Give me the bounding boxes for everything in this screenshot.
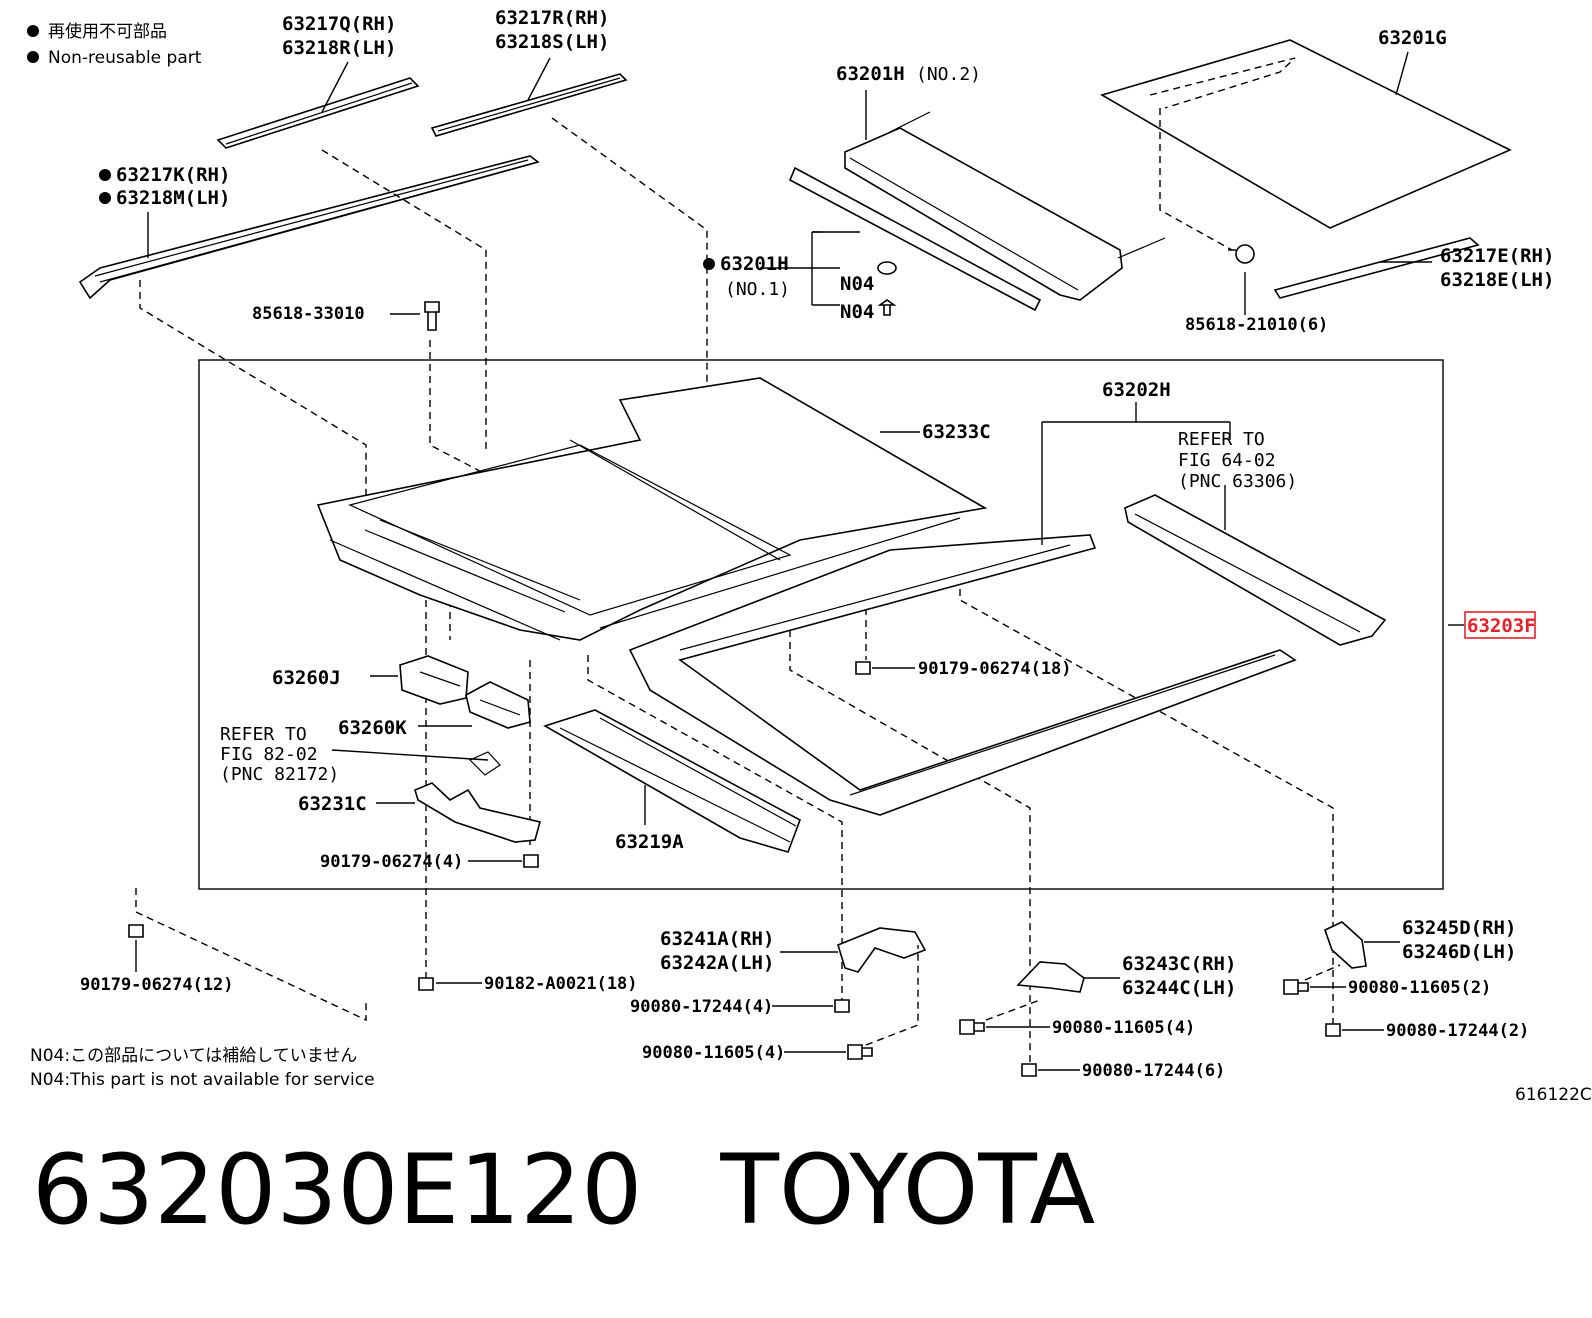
non-reusable-bullet-icon <box>99 169 111 181</box>
nut-90182-icon <box>418 977 434 991</box>
nut-90179-12-icon <box>128 924 144 938</box>
label-63201h-no1: 63201H <box>720 253 789 275</box>
bolt-90080-11605-4b-icon <box>959 1019 985 1035</box>
part-number: 632030E120 <box>32 1134 643 1246</box>
bolt-90080-11605-2-icon <box>1283 979 1309 995</box>
non-reusable-bullet-icon <box>27 51 39 63</box>
highlight-box <box>1464 611 1536 639</box>
legend-japanese: 再使用不可部品 <box>48 21 167 42</box>
label-63219a: 63219A <box>615 831 684 853</box>
refer-note-2-line1: REFER TO <box>220 724 307 745</box>
non-reusable-bullet-icon <box>27 25 39 37</box>
motor-63260j-shape <box>399 655 469 705</box>
bracket-63245d-shape <box>1324 921 1367 969</box>
motor-63260k-shape <box>465 681 531 729</box>
sunroof-glass-63201g-shape <box>1099 39 1512 229</box>
label-63231c: 63231C <box>298 793 367 815</box>
label-63260j: 63260J <box>272 667 341 689</box>
label-90179-06274-18: 90179-06274(18) <box>918 659 1072 679</box>
label-63218s: 63218S(LH) <box>495 31 609 53</box>
screw-85618-21010-icon <box>1228 244 1255 264</box>
molding-63217r-shape <box>430 73 628 137</box>
label-63217q: 63217Q(RH) <box>282 13 396 35</box>
sunroof-housing-63233c-shape <box>316 377 988 641</box>
label-n04-screw: N04 <box>840 301 874 323</box>
harness-clip-shape <box>468 751 501 776</box>
label-85618-33010: 85618-33010 <box>252 304 365 324</box>
label-63242a: 63242A(LH) <box>660 952 774 974</box>
n04-screw-icon <box>877 299 897 316</box>
label-63201h-no2-note: (NO.2) <box>916 64 981 85</box>
label-63202h: 63202H <box>1102 379 1171 401</box>
label-63217e: 63217E(RH) <box>1440 245 1554 267</box>
label-90179-06274-4: 90179-06274(4) <box>320 852 463 872</box>
label-63244c: 63244C(LH) <box>1122 977 1236 999</box>
nut-90080-17244-2-icon <box>1325 1023 1341 1037</box>
refer-note-1-line1: REFER TO <box>1178 429 1265 450</box>
label-63246d: 63246D(LH) <box>1402 941 1516 963</box>
n04-washer-icon <box>877 261 897 275</box>
label-90080-17244-2: 90080-17244(2) <box>1386 1021 1529 1041</box>
refer-note-1-line2: FIG 64-02 <box>1178 450 1276 471</box>
brand-name: TOYOTA <box>720 1134 1096 1246</box>
label-63241a: 63241A(RH) <box>660 928 774 950</box>
bracket-63241a-shape <box>837 927 927 973</box>
label-90080-17244-6: 90080-17244(6) <box>1082 1061 1225 1081</box>
label-63201g: 63201G <box>1378 27 1447 49</box>
molding-63217q-shape <box>216 77 420 149</box>
bracket-63243c-shape <box>1016 961 1085 993</box>
sunroof-frame-shape <box>628 534 1297 816</box>
product-caption: 632030E120 TOYOTA <box>32 1130 1173 1250</box>
legend-english: Non-reusable part <box>48 48 202 68</box>
label-63260k: 63260K <box>338 717 407 739</box>
refer-note-2-line2: FIG 82-02 <box>220 744 318 765</box>
refer-note-1-line3: (PNC 63306) <box>1178 471 1297 492</box>
nut-90080-17244-6-icon <box>1021 1063 1037 1077</box>
service-note-english: N04:This part is not available for servi… <box>30 1070 375 1090</box>
reinforcement-63219a-shape <box>543 709 801 853</box>
label-63233c: 63233C <box>922 421 991 443</box>
molding-63217k-shape <box>78 155 540 300</box>
label-90080-17244-4: 90080-17244(4) <box>630 997 773 1017</box>
label-90179-06274-12: 90179-06274(12) <box>80 975 234 995</box>
molding-63217e-shape <box>1273 237 1480 299</box>
label-85618-21010: 85618-21010(6) <box>1185 315 1328 335</box>
nut-90179-4-icon <box>523 854 539 868</box>
label-90080-11605-4b: 90080-11605(4) <box>1052 1018 1195 1038</box>
refer-note-2-line3: (PNC 82172) <box>220 764 339 785</box>
label-63245d: 63245D(RH) <box>1402 917 1516 939</box>
label-63218e: 63218E(LH) <box>1440 269 1554 291</box>
label-63201h-no2: 63201H <box>836 63 905 85</box>
non-reusable-bullet-icon <box>703 258 715 270</box>
label-63218r: 63218R(LH) <box>282 37 396 59</box>
label-90080-11605-2: 90080-11605(2) <box>1348 978 1491 998</box>
sunroof-assembly-frame <box>198 359 1444 890</box>
screw-85618-33010-icon <box>424 301 440 331</box>
non-reusable-bullet-icon <box>99 192 111 204</box>
nut-90179-18-icon <box>855 661 871 675</box>
service-note-japanese: N04:この部品については補給していません <box>30 1046 357 1066</box>
label-63217r: 63217R(RH) <box>495 7 609 29</box>
label-63203f: 63203F <box>1467 615 1536 637</box>
label-90182-a0021: 90182-A0021(18) <box>484 974 638 994</box>
sunshade-roller-shape <box>1124 494 1387 646</box>
label-90080-11605-4a: 90080-11605(4) <box>642 1043 785 1063</box>
figure-code: 616122C <box>1515 1085 1592 1105</box>
label-n04-washer: N04 <box>840 273 874 295</box>
bracket-63231c-shape <box>414 782 541 843</box>
sunroof-glass-63201h-shape <box>788 111 1166 312</box>
label-63218m: 63218M(LH) <box>116 187 230 209</box>
nut-90080-17244-4-icon <box>834 999 850 1013</box>
bolt-90080-11605-4a-icon <box>847 1044 873 1060</box>
label-63201h-no1-note: (NO.1) <box>725 279 790 300</box>
label-63217k: 63217K(RH) <box>116 164 230 186</box>
label-63243c: 63243C(RH) <box>1122 953 1236 975</box>
